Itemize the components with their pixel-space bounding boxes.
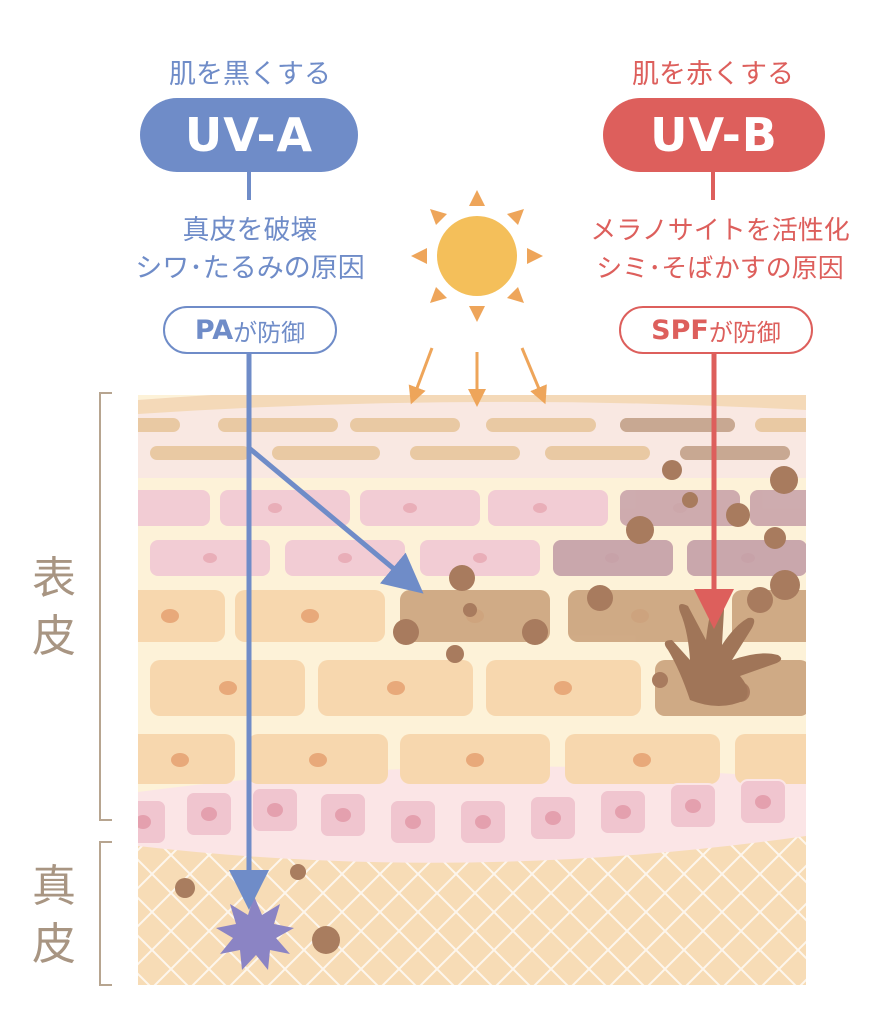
- epidermis-cells: [138, 418, 806, 970]
- uva-caption: 肌を黒くする: [169, 59, 331, 90]
- uvb-description: メラノサイトを活性化 シミ･そばかすの原因: [560, 212, 880, 288]
- uva-desc-line1: 真皮を破壊: [182, 215, 318, 246]
- spf-badge-rest: が防御: [708, 318, 781, 347]
- dermis-label: 真 皮: [32, 861, 76, 970]
- epidermis-bracket: [99, 392, 112, 821]
- uva-arrows: [229, 352, 424, 910]
- spf-badge-strong: SPF: [651, 314, 709, 346]
- sun-icon: [411, 190, 543, 322]
- uva-description: 真皮を破壊 シワ･たるみの原因: [100, 212, 400, 288]
- damage-burst-icon: [216, 896, 294, 970]
- uvb-pill: UV-B: [603, 98, 825, 172]
- dermis-bracket: [99, 841, 112, 986]
- pigmented-cell: [400, 590, 550, 642]
- epidermis-label: 表 皮: [32, 553, 76, 662]
- uvb-desc-line1: メラノサイトを活性化: [590, 216, 850, 246]
- uva-desc-line2: シワ･たるみの原因: [135, 253, 365, 284]
- uva-pill: UV-A: [140, 98, 358, 172]
- uvb-caption: 肌を赤くする: [632, 59, 794, 90]
- pa-badge-rest: が防御: [233, 318, 306, 347]
- uvb-desc-line2: シミ･そばかすの原因: [596, 254, 844, 284]
- pa-badge-strong: PA: [194, 314, 234, 346]
- melanocyte-icon: [664, 599, 782, 706]
